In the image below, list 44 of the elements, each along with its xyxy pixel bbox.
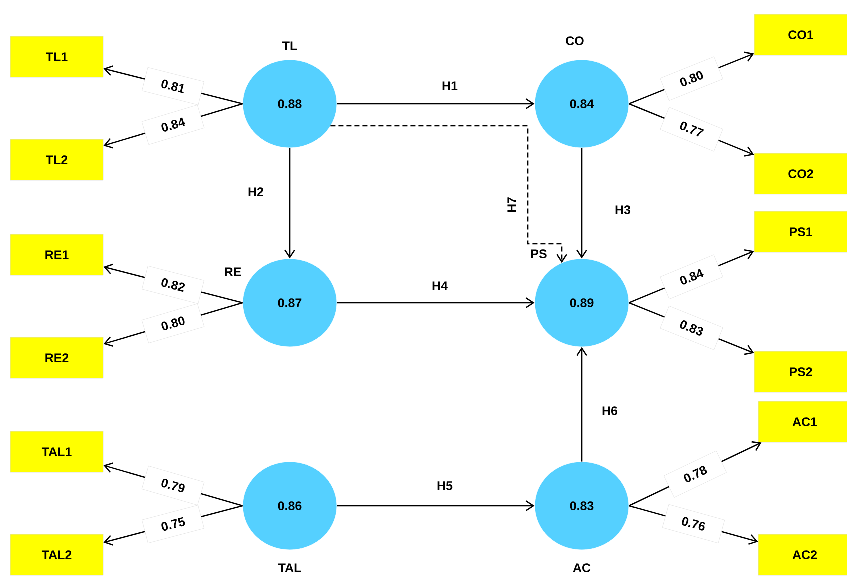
indicator-box: CO1 [754,14,847,56]
edge-label: 0.75 [142,505,205,544]
arrow [337,298,535,308]
indicator-box: TL2 [10,139,104,181]
edge-label: H2 [248,188,264,196]
construct-name: TL [282,42,298,50]
edge-label: H1 [442,82,458,90]
edge-label: 0.82 [142,266,205,304]
indicator-box: RE1 [10,234,104,276]
arrow [330,125,568,264]
edge-label: 0.84 [660,254,724,300]
edge-label: 0.80 [660,56,724,102]
arrow [576,148,588,259]
edge-label: 0.79 [142,466,205,506]
construct-name: CO [566,36,584,46]
indicator-box: TAL1 [10,431,104,473]
edge-label: H3 [616,206,631,214]
arrow [337,500,535,512]
construct-name: RE [225,268,242,276]
edge-label: H6 [602,406,618,416]
indicator-box: AC2 [758,534,847,576]
edge-label: 0.83 [660,306,724,350]
indicator-box: CO2 [754,153,847,195]
edge-label: 0.81 [142,67,204,106]
indicator-box: TAL2 [10,534,104,576]
edge-label: 0.80 [142,304,205,344]
arrow [337,98,535,110]
indicator-box: PS2 [754,351,847,393]
construct-name: AC [573,564,591,572]
edge-label: 0.77 [660,107,724,152]
arrow [284,148,296,259]
edge-label: H5 [438,482,453,490]
edge-label: 0.78 [664,450,727,498]
edge-label: H7 [508,198,516,212]
indicator-box: AC1 [758,401,847,443]
edge-label: H4 [432,282,448,290]
indicator-box: RE2 [10,337,104,379]
edge-label: 0.76 [662,504,726,544]
construct-name: PS [532,250,547,258]
indicator-box: TL1 [10,36,104,78]
indicator-box: PS1 [754,211,847,253]
edge-label: 0.84 [142,104,205,146]
arrow [576,347,588,462]
construct-name: TAL [278,564,302,572]
